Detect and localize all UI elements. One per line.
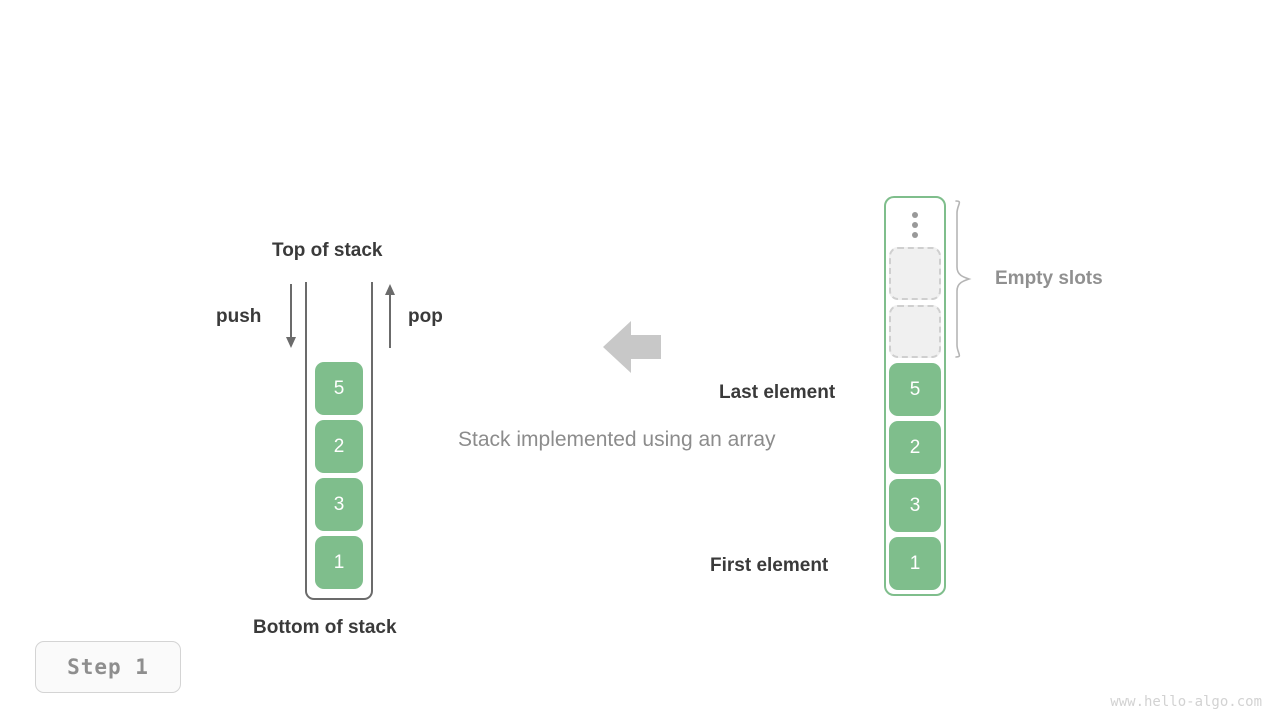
stack-element: 5 [315,362,363,415]
step-badge: Step 1 [35,641,181,693]
vertical-ellipsis-icon [886,212,944,238]
transform-arrow-tail [629,335,661,359]
stack-element: 1 [315,536,363,589]
arrow-down-icon [284,284,298,348]
stack-element: 2 [315,420,363,473]
array-element: 1 [889,537,941,590]
ellipsis-dot [912,212,918,218]
array-element: 5 [889,363,941,416]
transform-arrow-tip [603,321,631,373]
curly-brace-icon [954,199,972,359]
push-arrow-head [286,337,296,348]
array-element: 2 [889,421,941,474]
array-container: 5 2 3 1 [884,196,946,596]
last-element-label: Last element [719,382,836,403]
diagram-caption: Stack implemented using an array [458,428,776,451]
bottom-of-stack-label: Bottom of stack [253,617,397,638]
pop-arrow-head [385,284,395,295]
array-element: 3 [889,479,941,532]
top-of-stack-label: Top of stack [272,240,383,261]
stack-container: 5 2 3 1 [305,282,373,600]
watermark: www.hello-algo.com [1110,694,1262,710]
empty-slot [889,305,941,358]
ellipsis-dot [912,232,918,238]
push-arrow-shaft [290,284,292,339]
push-label: push [216,306,262,327]
empty-slot [889,247,941,300]
array-slot-list: 5 2 3 1 [886,247,944,590]
pop-arrow-shaft [389,295,391,348]
ellipsis-dot [912,222,918,228]
stack-element: 3 [315,478,363,531]
arrow-left-icon [603,321,661,373]
arrow-up-icon [383,284,397,348]
stack-element-list: 5 2 3 1 [307,362,371,589]
first-element-label: First element [710,555,829,576]
empty-slots-label: Empty slots [995,268,1103,289]
step-badge-label: Step 1 [67,655,149,679]
pop-label: pop [408,306,443,327]
